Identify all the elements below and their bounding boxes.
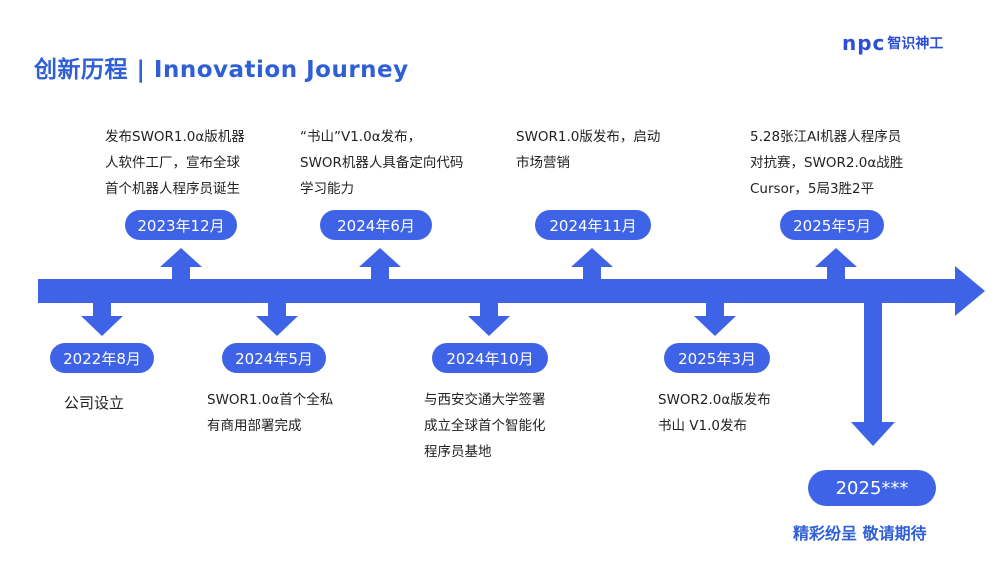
up-arrow-2024-06	[359, 248, 401, 279]
up-arrow-2025-05	[815, 248, 857, 279]
milestone-date-2024-11: 2024年11月	[535, 210, 651, 240]
desc-line: 程序员基地	[424, 444, 492, 460]
down-arrow-2025-03	[694, 303, 736, 336]
milestone-date-2025-05: 2025年5月	[780, 210, 884, 240]
logo-text: 智识神工	[887, 36, 944, 52]
company-logo: npc 智识神工	[842, 31, 944, 55]
milestone-date-2025-03: 2025年3月	[664, 343, 770, 373]
desc-line: 人软件工厂，宣布全球	[105, 155, 240, 171]
desc-line: 发布SWOR1.0α版机器	[105, 129, 245, 145]
timeline-main-arrow	[38, 266, 985, 316]
down-arrow-2024-10	[468, 303, 510, 336]
milestone-date-2024-05: 2024年5月	[222, 343, 326, 373]
future-date-pill: 2025***	[808, 470, 936, 506]
desc-line: SWOR2.0α版发布	[658, 392, 771, 408]
desc-line: SWOR1.0α首个全私	[207, 392, 334, 408]
milestone-desc-2025-03: SWOR2.0α版发布 书山 V1.0发布	[658, 387, 771, 439]
milestone-desc-2024-11: SWOR1.0版发布，启动 市场营销	[516, 124, 660, 176]
desc-line: 成立全球首个智能化	[424, 418, 546, 434]
down-arrow-2024-05	[256, 303, 298, 336]
page-title: 创新历程 | Innovation Journey	[34, 57, 409, 83]
milestone-date-2024-10: 2024年10月	[432, 343, 548, 373]
future-tagline: 精彩纷呈 敬请期待	[793, 524, 927, 543]
milestone-desc-2024-05: SWOR1.0α首个全私 有商用部署完成	[207, 387, 333, 439]
up-arrow-2024-11	[571, 248, 613, 279]
desc-line: 书山 V1.0发布	[658, 418, 747, 434]
up-arrow-2023-12	[160, 248, 202, 279]
desc-line: 对抗赛，SWOR2.0α战胜	[750, 155, 904, 171]
desc-line: 5.28张江AI机器人程序员	[750, 129, 902, 145]
future-arrow	[851, 303, 895, 446]
desc-line: 市场营销	[516, 155, 570, 171]
desc-line: 学习能力	[300, 181, 354, 197]
milestone-date-2022-08: 2022年8月	[50, 343, 154, 373]
desc-line: SWOR机器人具备定向代码	[300, 155, 464, 171]
milestone-desc-2022-08: 公司设立	[64, 390, 124, 416]
desc-line: 有商用部署完成	[207, 418, 302, 434]
desc-line: SWOR1.0版发布，启动	[516, 129, 661, 145]
desc-line: 与西安交通大学签署	[424, 392, 546, 408]
milestone-desc-2024-10: 与西安交通大学签署 成立全球首个智能化 程序员基地	[424, 387, 546, 465]
milestone-desc-2025-05: 5.28张江AI机器人程序员 对抗赛，SWOR2.0α战胜 Cursor，5局3…	[750, 124, 903, 202]
desc-line: “书山”V1.0α发布，	[300, 129, 422, 145]
milestone-desc-2023-12: 发布SWOR1.0α版机器 人软件工厂，宣布全球 首个机器人程序员诞生	[105, 124, 245, 202]
desc-line: 首个机器人程序员诞生	[105, 181, 240, 197]
milestone-date-2023-12: 2023年12月	[125, 210, 237, 240]
logo-mark: npc	[842, 31, 886, 55]
milestone-desc-2024-06: “书山”V1.0α发布， SWOR机器人具备定向代码 学习能力	[300, 124, 463, 202]
desc-line: Cursor，5局3胜2平	[750, 181, 875, 197]
down-arrow-2022-08	[81, 303, 123, 336]
milestone-date-2024-06: 2024年6月	[320, 210, 432, 240]
desc-line: 公司设立	[64, 394, 125, 412]
